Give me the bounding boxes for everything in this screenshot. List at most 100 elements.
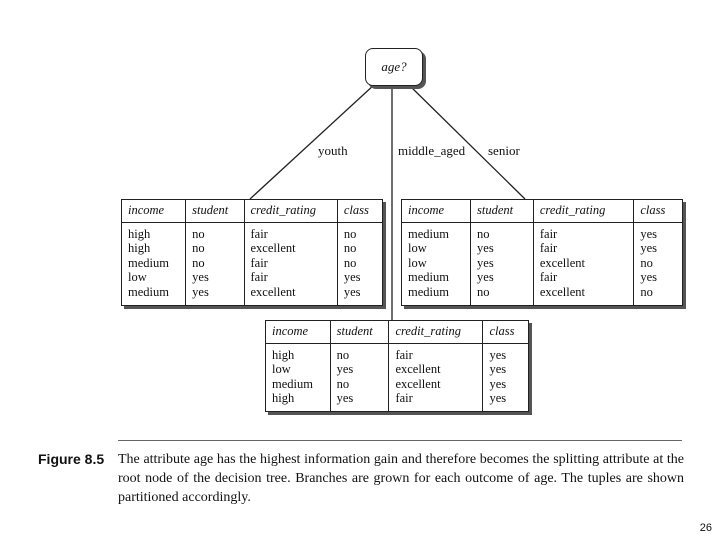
column-header-class: class — [482, 320, 529, 344]
cell-income: medium — [408, 226, 449, 241]
table-row: high no fair yes — [266, 343, 529, 363]
cell-income: high — [272, 391, 295, 406]
cell-class: no — [336, 222, 383, 242]
cell-credit-rating: excellent — [532, 255, 634, 271]
cell-student: yes — [329, 362, 389, 377]
table-row: medium no excellent no — [402, 284, 683, 306]
figure-label: Figure 8.5 — [38, 451, 105, 467]
cell-student: yes — [470, 255, 534, 271]
cell-student: yes — [329, 391, 389, 412]
cell-income: high — [272, 347, 295, 362]
cell-credit-rating: excellent — [243, 241, 338, 256]
edge-senior — [407, 83, 526, 200]
cell-income: medium — [408, 284, 449, 299]
root-node-age: age? — [365, 48, 423, 86]
cell-income: low — [128, 270, 147, 285]
table-header-row: income student credit_rating class — [401, 199, 683, 223]
cell-student: no — [329, 343, 389, 363]
column-header-income: income — [401, 199, 471, 223]
cell-student: no — [185, 241, 244, 256]
cell-class: yes — [482, 376, 529, 392]
cell-credit-rating: excellent — [243, 284, 338, 306]
column-header-student: student — [329, 320, 389, 344]
cell-credit-rating: excellent — [388, 362, 483, 377]
cell-credit-rating: fair — [243, 222, 338, 242]
cell-class: yes — [633, 222, 683, 242]
column-header-credit-rating: credit_rating — [388, 320, 483, 344]
cell-student: no — [470, 284, 534, 306]
table-row: low yes fair yes — [122, 270, 383, 285]
caption-divider — [118, 440, 682, 441]
column-header-credit-rating: credit_rating — [532, 199, 634, 223]
table-row: high yes fair yes — [266, 391, 529, 412]
cell-student: no — [185, 255, 244, 271]
edge-youth — [249, 83, 376, 200]
partition-table-senior: income student credit_rating class mediu… — [401, 199, 683, 306]
cell-class: no — [336, 241, 383, 256]
cell-class: yes — [633, 270, 683, 285]
table-row: medium yes excellent yes — [122, 284, 383, 306]
column-header-class: class — [633, 199, 683, 223]
cell-student: yes — [470, 241, 534, 256]
cell-income: medium — [408, 270, 449, 285]
cell-class: no — [336, 255, 383, 271]
table-row: low yes excellent yes — [266, 362, 529, 377]
column-header-income: income — [121, 199, 186, 223]
cell-student: no — [329, 376, 389, 392]
cell-class: no — [633, 255, 683, 271]
cell-student: no — [185, 222, 244, 242]
page-number: 26 — [699, 522, 712, 534]
cell-income: low — [408, 241, 427, 256]
table-header-row: income student credit_rating class — [265, 320, 529, 344]
table-row: medium no fair no — [122, 255, 383, 271]
column-header-credit-rating: credit_rating — [243, 199, 338, 223]
cell-class: yes — [633, 241, 683, 256]
table-row: medium yes fair yes — [402, 270, 683, 285]
table-row: high no fair no — [122, 222, 383, 242]
cell-credit-rating: fair — [532, 222, 634, 242]
cell-credit-rating: fair — [532, 270, 634, 285]
table-row: medium no excellent yes — [266, 376, 529, 392]
figure-caption: The attribute age has the highest inform… — [118, 452, 684, 505]
cell-student: yes — [470, 270, 534, 285]
branch-label-middle-aged: middle_aged — [398, 143, 466, 158]
column-header-student: student — [470, 199, 534, 223]
cell-class: no — [633, 284, 683, 306]
column-header-income: income — [265, 320, 331, 344]
cell-credit-rating: excellent — [388, 376, 483, 392]
column-header-class: class — [336, 199, 383, 223]
cell-class: yes — [336, 270, 383, 285]
cell-income: medium — [128, 284, 169, 299]
cell-student: yes — [185, 270, 244, 285]
partition-table-middle-aged: income student credit_rating class high … — [265, 320, 529, 412]
root-node-label: age? — [381, 59, 407, 74]
cell-credit-rating: fair — [243, 270, 338, 285]
table-row: low yes fair yes — [402, 241, 683, 256]
cell-income: high — [128, 226, 151, 241]
cell-credit-rating: fair — [532, 241, 634, 256]
cell-credit-rating: fair — [388, 343, 483, 363]
cell-credit-rating: fair — [243, 255, 338, 271]
table-row: high no excellent no — [122, 241, 383, 256]
table-row: low yes excellent no — [402, 255, 683, 271]
cell-credit-rating: excellent — [532, 284, 634, 306]
branch-label-youth: youth — [318, 143, 348, 158]
cell-class: yes — [336, 284, 383, 306]
column-header-student: student — [185, 199, 244, 223]
cell-income: low — [272, 362, 291, 377]
branch-label-senior: senior — [488, 143, 520, 158]
partition-table-youth: income student credit_rating class high … — [121, 199, 383, 306]
cell-class: yes — [482, 362, 529, 377]
cell-student: yes — [185, 284, 244, 306]
cell-credit-rating: fair — [388, 391, 483, 412]
cell-income: low — [408, 255, 427, 270]
cell-class: yes — [482, 391, 529, 412]
cell-income: medium — [272, 376, 313, 391]
table-row: medium no fair yes — [402, 222, 683, 242]
cell-class: yes — [482, 343, 529, 363]
cell-income: high — [128, 241, 151, 256]
cell-income: medium — [128, 255, 169, 270]
cell-student: no — [470, 222, 534, 242]
table-header-row: income student credit_rating class — [121, 199, 383, 223]
